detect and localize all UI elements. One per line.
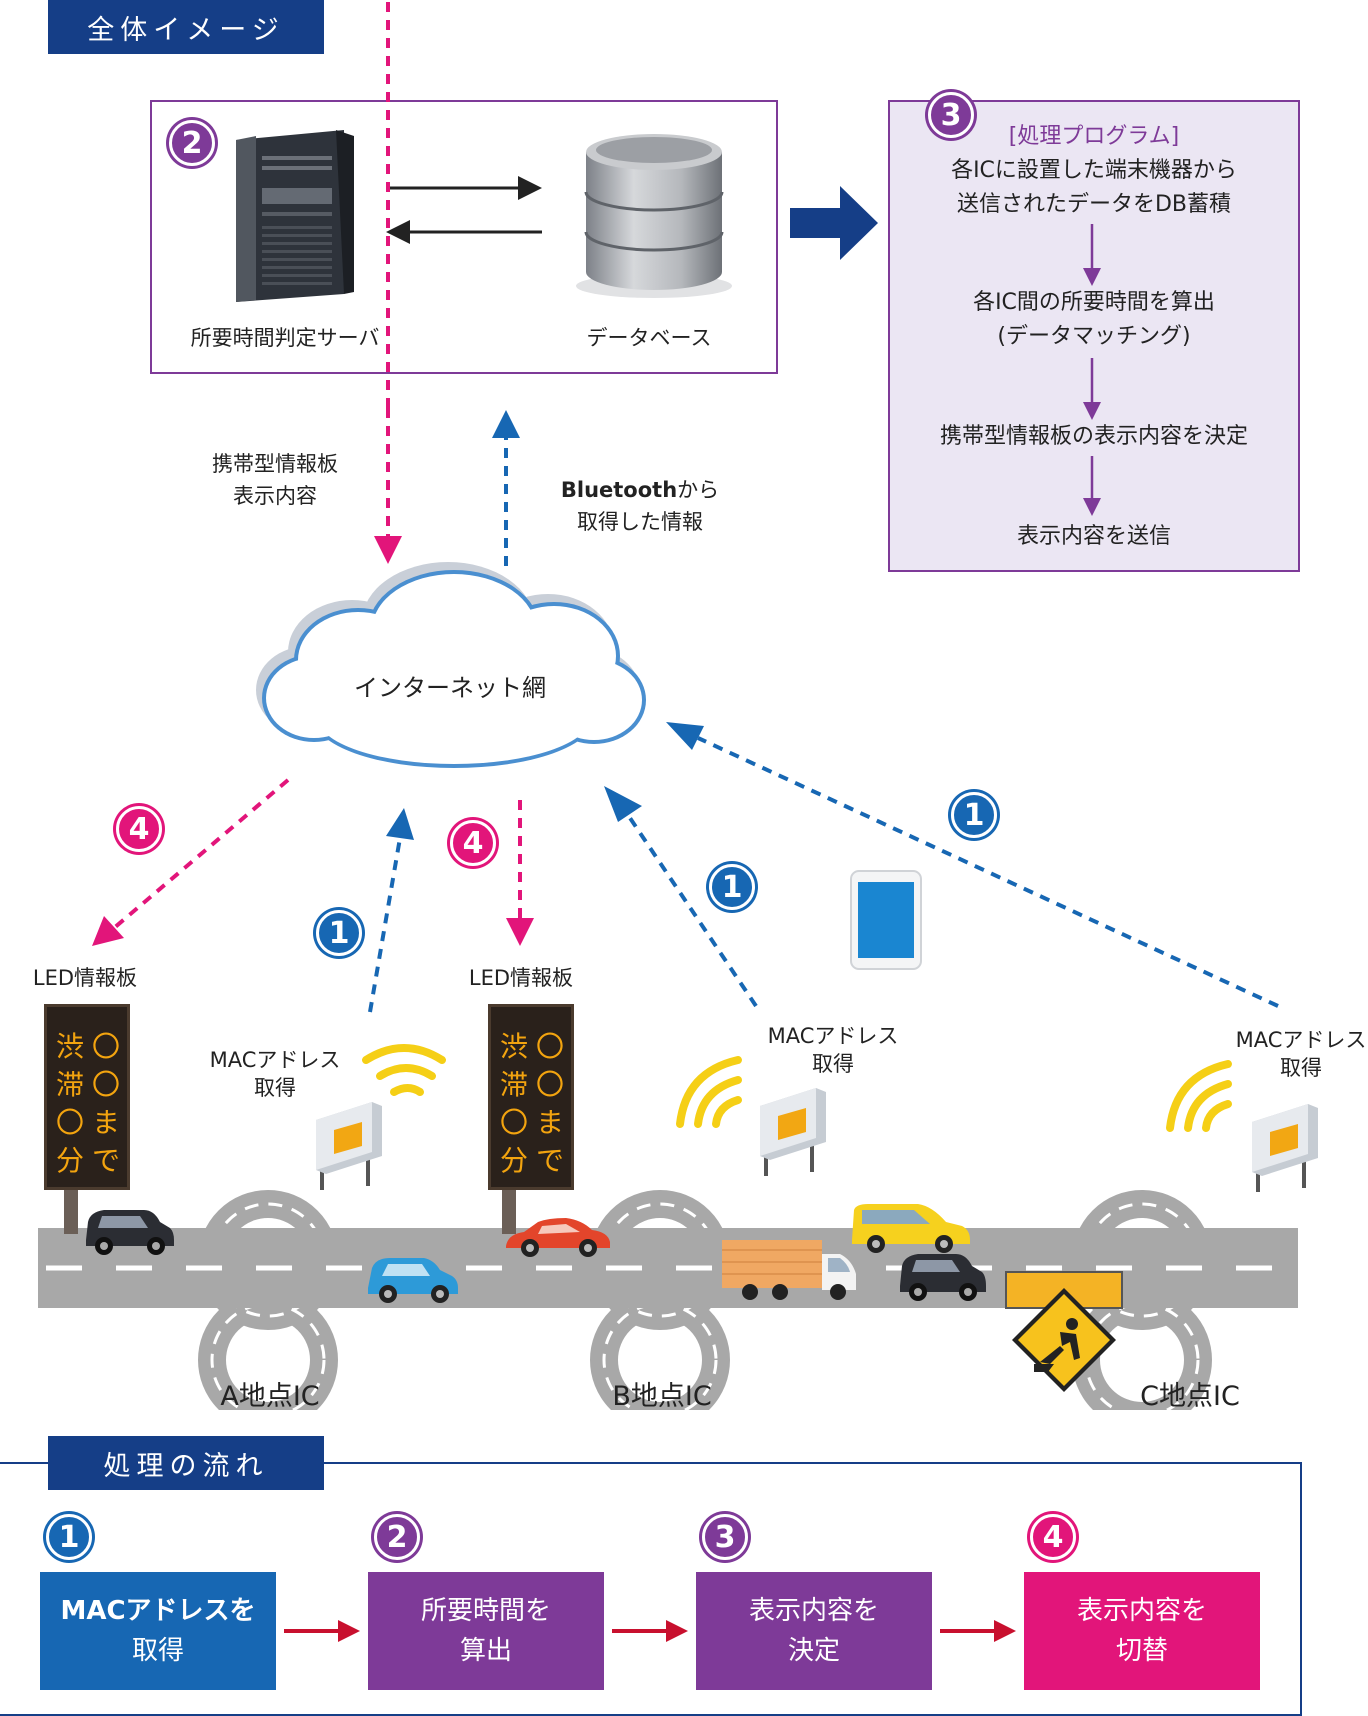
led-char: 〇 (535, 1068, 564, 1101)
led-char: 〇 (535, 1030, 564, 1063)
badge-4-a: 4 (116, 806, 162, 852)
program-box (888, 100, 1300, 572)
flow-title: 処理の流れ (48, 1436, 324, 1490)
sensor-icon-c (1252, 1104, 1318, 1192)
led-board-b: 渋 〇 滞 〇 〇 ま 分 で (488, 1004, 574, 1190)
ic-label-c: C地点IC (1140, 1381, 1240, 1412)
up-label-line1: Bluetoothから (530, 474, 750, 506)
server-icon (236, 130, 354, 302)
flow-step-3: 表示内容を 決定 (696, 1572, 932, 1690)
flow-step-2-line1: 所要時間を (420, 1596, 551, 1626)
led-char: で (91, 1144, 120, 1177)
big-arrow-icon (790, 186, 878, 260)
program-flow-arrows (1083, 224, 1101, 516)
led-pole-b (502, 1184, 516, 1234)
flow-badge-1: 1 (46, 1514, 92, 1560)
led-char: 〇 (55, 1106, 84, 1139)
program-step2-line2: (データマッチング) (997, 324, 1191, 349)
down-label-line1: 携帯型情報板 (212, 452, 338, 476)
wifi-icon-b (676, 1056, 742, 1128)
flow-badge-2: 2 (374, 1514, 420, 1560)
flow-step-3-line1: 表示内容を (748, 1596, 879, 1626)
server-label: 所要時間判定サーバ (190, 326, 380, 350)
mac-label-a-line1: MACアドレス (209, 1048, 341, 1072)
led-char: 滞 (55, 1068, 84, 1101)
database-icon (576, 134, 732, 298)
program-step4: 表示内容を送信 (1016, 524, 1171, 549)
cloud-label: インターネット網 (354, 674, 546, 702)
led-char: 滞 (499, 1068, 528, 1101)
led-char: 〇 (91, 1030, 120, 1063)
badge-4-b: 4 (450, 820, 496, 866)
mac-label-c-line1: MACアドレス (1235, 1028, 1367, 1052)
led-char: 分 (55, 1144, 84, 1177)
led-char: 〇 (91, 1068, 120, 1101)
led-label-b: LED情報板 (468, 966, 574, 990)
flow-step-1-line2: 取得 (131, 1636, 184, 1666)
flow-step-1: MACアドレスを 取得 (40, 1572, 276, 1690)
up-label-rest: から (677, 478, 720, 502)
program-step3: 携帯型情報板の表示内容を決定 (939, 424, 1248, 449)
flow-arrows (284, 1620, 1016, 1642)
led-char: ま (91, 1106, 120, 1139)
led-char: で (535, 1144, 564, 1177)
program-title: [処理プログラム] (1008, 124, 1180, 149)
program-step2-line1: 各IC間の所要時間を算出 (973, 290, 1215, 315)
down-label-line2: 表示内容 (233, 484, 317, 508)
mac-label-b-line1: MACアドレス (767, 1024, 899, 1048)
flow-step-1-line1: MACアドレスを (60, 1596, 256, 1626)
flow-step-4-line2: 切替 (1115, 1636, 1168, 1666)
led-char: ま (535, 1106, 564, 1139)
car-icon-black-c (900, 1254, 986, 1301)
led-label-a: LED情報板 (32, 966, 138, 990)
flow-badge-4: 4 (1030, 1514, 1076, 1560)
badge-1-b: 1 (709, 864, 755, 910)
led-char: 渋 (499, 1030, 528, 1063)
car-icon-yellow (852, 1204, 970, 1253)
wifi-icon-a (362, 1044, 446, 1096)
tablet-icon (850, 870, 922, 970)
ic-label-a: A地点IC (220, 1381, 320, 1412)
ic-label-b: B地点IC (612, 1381, 712, 1412)
flow-badge-3: 3 (702, 1514, 748, 1560)
mac-label-c-line2: 取得 (1280, 1056, 1322, 1080)
car-icon-black-a (86, 1210, 174, 1255)
program-step1-line2: 送信されたデータをDB蓄積 (956, 192, 1232, 217)
badge-3: 3 (928, 92, 974, 138)
led-char: 〇 (499, 1106, 528, 1139)
flow-step-4-line1: 表示内容を (1076, 1596, 1207, 1626)
flow-step-2: 所要時間を 算出 (368, 1572, 604, 1690)
mac-label-a-line2: 取得 (254, 1076, 296, 1100)
construction-sign-icon (1005, 1271, 1123, 1392)
truck-icon (722, 1240, 856, 1300)
mac-label-b-line2: 取得 (812, 1052, 854, 1076)
overview-title: 全体イメージ (48, 0, 324, 54)
flow-step-3-line2: 決定 (787, 1636, 840, 1666)
led-pole-a (64, 1184, 78, 1234)
wifi-icon-c (1166, 1060, 1232, 1132)
led-char: 渋 (55, 1030, 84, 1063)
sensor-icon-b (760, 1088, 826, 1176)
car-icon-red (506, 1218, 610, 1257)
sensor-icon-a (316, 1102, 382, 1190)
cloud-icon (256, 562, 646, 768)
flow-step-2-line2: 算出 (459, 1636, 512, 1666)
up-label-bold: Bluetooth (560, 478, 678, 502)
double-arrow-icon (386, 176, 542, 244)
up-label-line2: 取得した情報 (577, 510, 703, 534)
badge-2: 2 (169, 120, 215, 166)
flow-box (0, 1462, 1302, 1716)
car-icon-blue (368, 1258, 458, 1303)
badge-1-c: 1 (951, 792, 997, 838)
database-label: データベース (586, 326, 712, 350)
badge-1-a: 1 (316, 910, 362, 956)
led-board-a: 渋 〇 滞 〇 〇 ま 分 で (44, 1004, 130, 1190)
led-char: 分 (499, 1144, 528, 1177)
server-box (150, 100, 778, 374)
flow-step-4: 表示内容を 切替 (1024, 1572, 1260, 1690)
program-step1-line1: 各ICに設置した端末機器から (951, 158, 1237, 183)
